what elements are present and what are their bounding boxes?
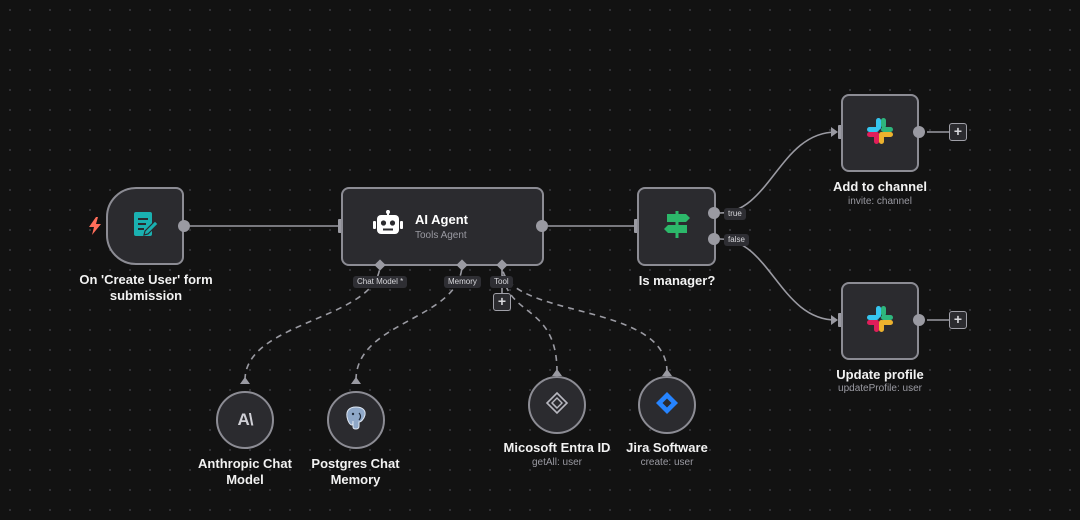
if-false-handle[interactable] [708,233,720,245]
arrow-anthropic-up [240,377,250,384]
entra-sub: getAll: user [531,457,583,468]
agent-output-handle[interactable] [536,220,548,232]
agent-subtitle: Tools Agent [415,230,467,241]
trigger-node[interactable] [106,187,184,265]
add-tool-button[interactable]: + [493,293,511,311]
add-channel-node[interactable] [841,94,919,172]
postgres-label: Postgres Chat Memory [311,456,400,487]
postgres-elephant-icon [344,405,368,436]
memory-port-label: Memory [444,276,481,288]
jira-icon [655,391,679,420]
if-true-label: true [724,208,746,220]
arrow-add-channel-in [831,127,838,137]
anthropic-icon: A\ [237,410,254,429]
anthropic-node[interactable]: A\ [216,391,274,449]
update-profile-node[interactable] [841,282,919,360]
update-profile-plus-button[interactable]: + [949,311,967,329]
add-channel-sub: invite: channel [848,196,912,207]
ai-agent-node[interactable]: AI Agent Tools Agent [341,187,544,266]
jira-sub: create: user [640,457,694,468]
form-edit-icon [130,209,160,244]
edge-if-update-profile [719,238,837,321]
if-node[interactable] [637,187,716,266]
edge-entra-tool [501,263,558,373]
robot-icon [373,210,403,243]
add-channel-plus-button[interactable]: + [949,123,967,141]
arrow-postgres-up [351,377,361,384]
trigger-label: On 'Create User' form submission [79,272,213,303]
arrow-update-profile-in [831,315,838,325]
update-profile-label: Update profile [836,367,924,382]
arrow-entra-up [552,369,562,376]
chat-model-port-label: Chat Model * [353,276,408,288]
entra-label: Micosoft Entra ID [503,440,611,455]
if-label: Is manager? [638,273,716,288]
signpost-icon [662,209,692,244]
agent-title: AI Agent [415,212,468,227]
jira-label: Jira Software [626,440,708,455]
update-profile-output-handle[interactable] [913,314,925,326]
entra-node[interactable] [528,376,586,434]
postgres-node[interactable] [327,391,385,449]
slack-icon [865,304,895,339]
add-channel-output-handle[interactable] [913,126,925,138]
trigger-output-handle[interactable] [178,220,190,232]
jira-node[interactable] [638,376,696,434]
arrow-jira-up [662,369,672,376]
update-profile-sub: updateProfile: user [838,383,922,394]
entra-id-icon [545,391,569,420]
if-true-handle[interactable] [708,207,720,219]
slack-icon [865,116,895,151]
add-channel-label: Add to channel [833,179,927,194]
if-false-label: false [724,234,749,246]
trigger-lightning-icon [88,217,102,235]
anthropic-label: Anthropic Chat Model [198,456,292,487]
tool-port-label: Tool [490,276,513,288]
